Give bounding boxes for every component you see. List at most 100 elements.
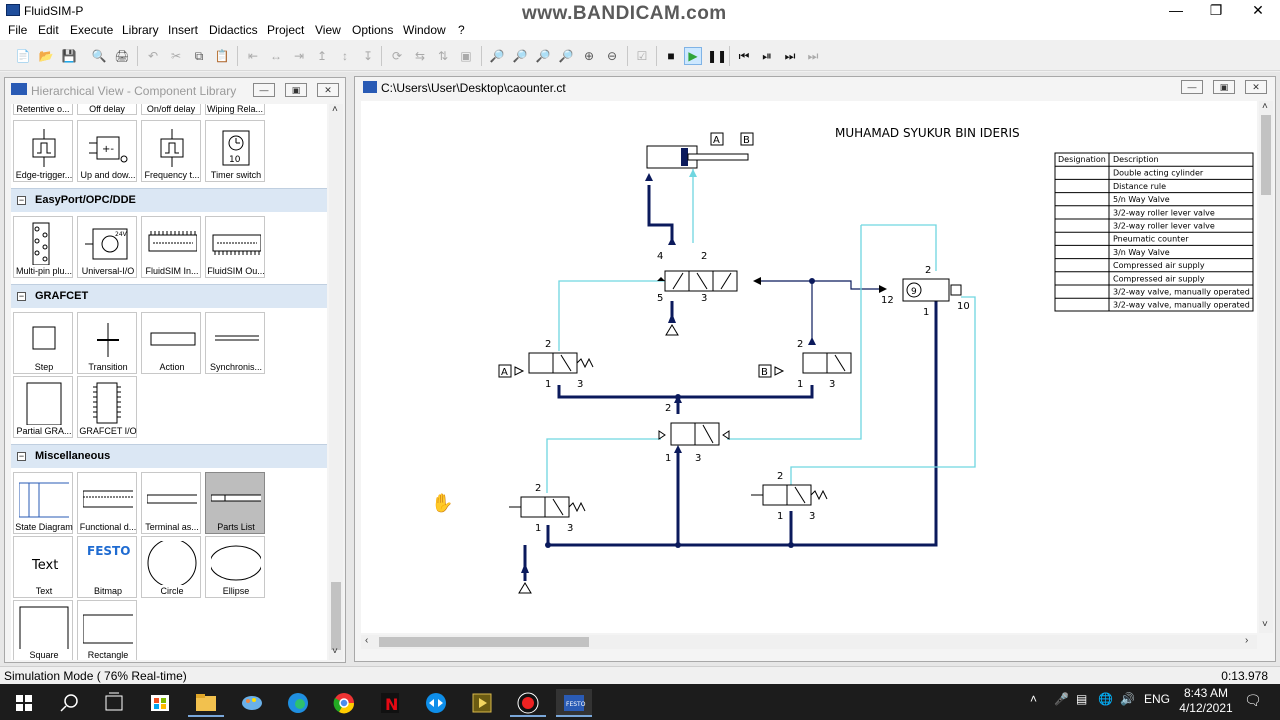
globe-icon[interactable]: 🌐 xyxy=(1098,692,1113,706)
menu-window[interactable]: Window xyxy=(403,23,446,37)
zoom-in-icon[interactable]: ⊕ xyxy=(583,49,595,63)
lib-item-timer-switch[interactable]: 10 Timer switch xyxy=(205,120,265,182)
double-acting-cylinder[interactable]: A B xyxy=(645,132,754,181)
menu-options[interactable]: Options xyxy=(352,23,394,37)
undo-icon[interactable]: ↶ xyxy=(147,49,159,63)
new-icon[interactable]: 📄 xyxy=(15,49,31,63)
minimize-button[interactable]: — xyxy=(1169,2,1183,18)
pneumatic-circuit-diagram[interactable]: A B xyxy=(361,101,1257,633)
lib-item-parts-list[interactable]: Parts List xyxy=(205,472,265,534)
search-icon[interactable] xyxy=(52,689,88,717)
lib-item-fluidsim-in[interactable]: FluidSIM In... xyxy=(141,216,201,278)
check-drawing-icon[interactable]: ☑ xyxy=(636,49,648,63)
store-icon[interactable] xyxy=(142,689,178,717)
lib-item-rectangle[interactable]: Rectangle xyxy=(77,600,137,660)
menu-file[interactable]: File xyxy=(8,23,28,37)
compressed-air-supply[interactable] xyxy=(518,563,532,594)
scroll-up-icon[interactable]: ˄ xyxy=(332,104,338,115)
teamviewer-icon[interactable] xyxy=(418,689,454,717)
roller-valve-b[interactable]: B 2 1 3 xyxy=(758,337,852,390)
circuit-close-button[interactable]: ✕ xyxy=(1245,80,1267,94)
library-close-button[interactable]: ✕ xyxy=(317,83,339,97)
horizontal-scroll-thumb[interactable] xyxy=(379,637,589,647)
close-button[interactable]: ✕ xyxy=(1252,2,1264,18)
lib-item-wiping-relay[interactable]: Wiping Rela... xyxy=(205,104,265,115)
mirror-v-icon[interactable]: ⇅ xyxy=(437,49,449,63)
align-bottom-icon[interactable]: ↧ xyxy=(362,49,374,63)
manual-valve-left[interactable]: 2 1 3 xyxy=(509,483,586,534)
lib-item-functional-diagram[interactable]: Functional d... xyxy=(77,472,137,534)
file-explorer-icon[interactable] xyxy=(188,689,224,717)
library-scroll-thumb[interactable] xyxy=(331,582,341,650)
print-icon[interactable]: 🖨 xyxy=(114,49,130,63)
zoom-window-icon[interactable]: 🔎 xyxy=(512,49,528,63)
group-icon[interactable]: ▣ xyxy=(460,49,472,63)
three-way-valve[interactable]: 2 1 3 xyxy=(658,395,730,464)
lib-item-step[interactable]: Step xyxy=(13,312,73,374)
lib-item-retentive[interactable]: Retentive o... xyxy=(13,104,73,115)
fluidsim-taskbar-icon[interactable]: FESTO xyxy=(556,689,592,717)
scroll-right-icon[interactable]: › xyxy=(1245,635,1249,646)
roller-valve-a[interactable]: A 2 1 3 xyxy=(498,339,594,390)
lib-item-edge-triggered[interactable]: Edge-trigger... xyxy=(13,120,73,182)
align-right-icon[interactable]: ⇥ xyxy=(293,49,305,63)
lib-item-grafcet-io[interactable]: GRAFCET I/O xyxy=(77,376,137,438)
scroll-left-icon[interactable]: ‹ xyxy=(365,635,369,646)
rotate-icon[interactable]: ⟳ xyxy=(391,49,403,63)
menu-insert[interactable]: Insert xyxy=(168,23,199,37)
vertical-scroll-thumb[interactable] xyxy=(1261,115,1271,195)
save-icon[interactable]: 💾 xyxy=(61,49,77,63)
skip-icon[interactable]: ⏭ xyxy=(807,49,819,63)
network-icon[interactable]: ▤ xyxy=(1076,692,1088,706)
collapse-icon[interactable]: − xyxy=(17,195,26,205)
circuit-minimize-button[interactable]: — xyxy=(1181,80,1203,94)
circuit-horizontal-scrollbar[interactable]: ‹ › xyxy=(361,635,1257,649)
show-hidden-icons-icon[interactable]: ˄ xyxy=(1030,692,1038,706)
menu-view[interactable]: View xyxy=(315,23,341,37)
lib-item-multipin-plug[interactable]: Multi-pin plu... xyxy=(13,216,73,278)
stop-icon[interactable]: ■ xyxy=(667,49,675,63)
menu-project[interactable]: Project xyxy=(267,23,305,37)
reset-icon[interactable]: ⏮ xyxy=(738,49,750,63)
open-icon[interactable]: 📂 xyxy=(38,49,54,63)
paint-icon[interactable] xyxy=(234,689,270,717)
menu-edit[interactable]: Edit xyxy=(38,23,59,37)
edge-browser-icon[interactable] xyxy=(280,689,316,717)
lib-item-partial-grafcet[interactable]: Partial GRA... xyxy=(13,376,73,438)
menu-execute[interactable]: Execute xyxy=(70,23,114,37)
step-icon[interactable]: ⏯ xyxy=(762,49,772,63)
taskbar-clock[interactable]: 8:43 AM 4/12/2021 xyxy=(1176,686,1236,716)
pause-icon[interactable]: ❚❚ xyxy=(707,49,728,63)
volume-icon[interactable]: 🔊 xyxy=(1120,692,1135,706)
lib-item-state-diagram[interactable]: State Diagram xyxy=(13,472,73,534)
copy-icon[interactable]: ⧉ xyxy=(194,49,204,63)
section-easyport[interactable]: − EasyPort/OPC/DDE xyxy=(11,188,327,212)
five-way-valve[interactable]: 4 2 5 3 xyxy=(657,237,761,336)
notifications-icon[interactable]: 🗨 xyxy=(1244,692,1262,708)
menu-help[interactable]: ? xyxy=(458,23,465,37)
mirror-h-icon[interactable]: ⇆ xyxy=(414,49,426,63)
library-scrollbar[interactable]: ˄ ˅ xyxy=(329,104,343,660)
lib-item-off-delay[interactable]: Off delay xyxy=(77,104,137,115)
scroll-down-icon[interactable]: ˅ xyxy=(332,646,338,657)
collapse-icon[interactable]: − xyxy=(17,291,26,301)
align-middle-icon[interactable]: ↕ xyxy=(342,49,348,63)
align-top-icon[interactable]: ↥ xyxy=(316,49,328,63)
print-preview-icon[interactable]: 🔍 xyxy=(91,49,107,63)
align-left-icon[interactable]: ⇤ xyxy=(247,49,259,63)
align-center-icon[interactable]: ↔ xyxy=(270,49,282,63)
chrome-icon[interactable] xyxy=(326,689,362,717)
lib-item-transition[interactable]: Transition xyxy=(77,312,137,374)
lib-item-synchronisation[interactable]: Synchronis... xyxy=(205,312,265,374)
section-miscellaneous[interactable]: − Miscellaneous xyxy=(11,444,327,468)
scroll-up-icon[interactable]: ˄ xyxy=(1262,101,1268,112)
circuit-maximize-button[interactable]: ▣ xyxy=(1213,80,1235,94)
task-view-icon[interactable] xyxy=(96,689,132,717)
lib-item-on-off-delay[interactable]: On/off delay xyxy=(141,104,201,115)
lib-item-universal-io[interactable]: 24V Universal-I/O xyxy=(77,216,137,278)
lib-item-ellipse[interactable]: Ellipse xyxy=(205,536,265,598)
circuit-vertical-scrollbar[interactable]: ˄ ˅ xyxy=(1259,101,1273,633)
cut-icon[interactable]: ✂ xyxy=(170,49,182,63)
lib-item-terminal-assignment[interactable]: Terminal as... xyxy=(141,472,201,534)
